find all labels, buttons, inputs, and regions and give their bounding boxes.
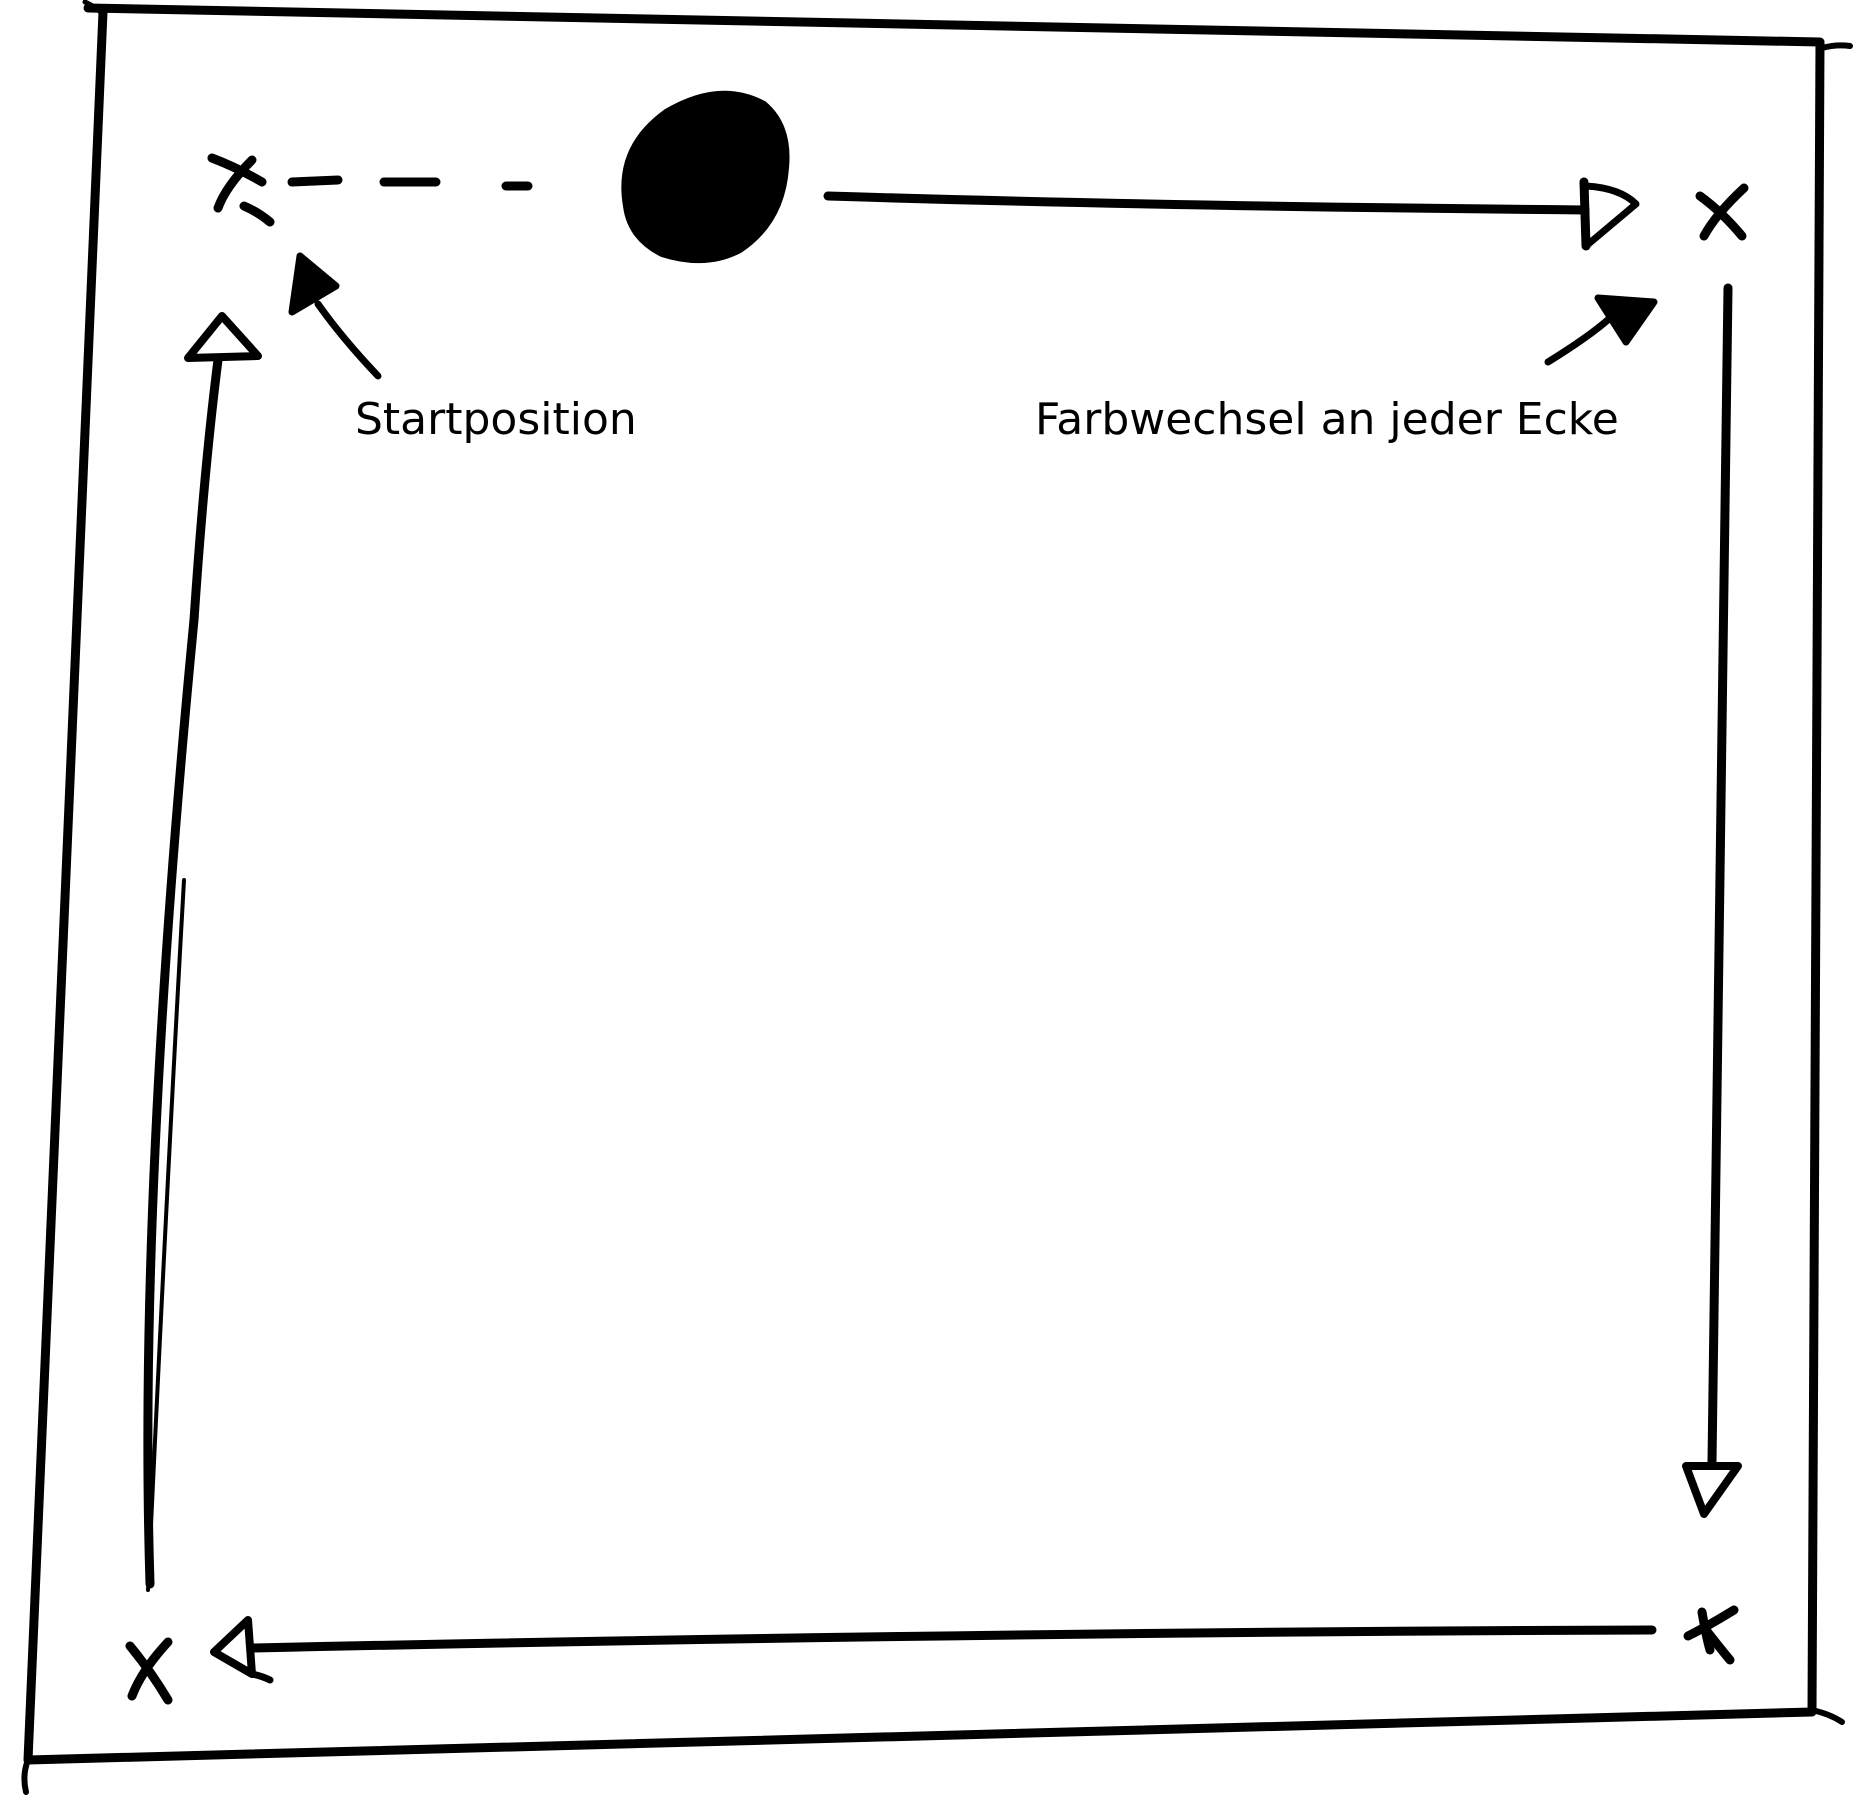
x-mark-icon: [1695, 183, 1749, 241]
player-icon: [621, 90, 790, 264]
dashed-path-line: [287, 175, 533, 191]
arrow-right-icon: [823, 177, 1640, 251]
x-mark-icon: [1683, 1605, 1739, 1665]
arrow-up-icon: [143, 312, 262, 1592]
pointer-arrow-icon: [1544, 294, 1658, 366]
arrow-left-icon: [210, 1616, 1657, 1684]
pointer-arrow-icon: [288, 252, 382, 380]
x-mark-icon: [207, 153, 275, 227]
color-change-label: Farbwechsel an jeder Ecke: [1035, 394, 1619, 445]
start-position-label: Startposition: [355, 394, 637, 445]
x-mark-icon: [125, 1637, 173, 1705]
field-border: [21, 0, 1853, 1795]
arrow-down-icon: [1682, 283, 1742, 1518]
